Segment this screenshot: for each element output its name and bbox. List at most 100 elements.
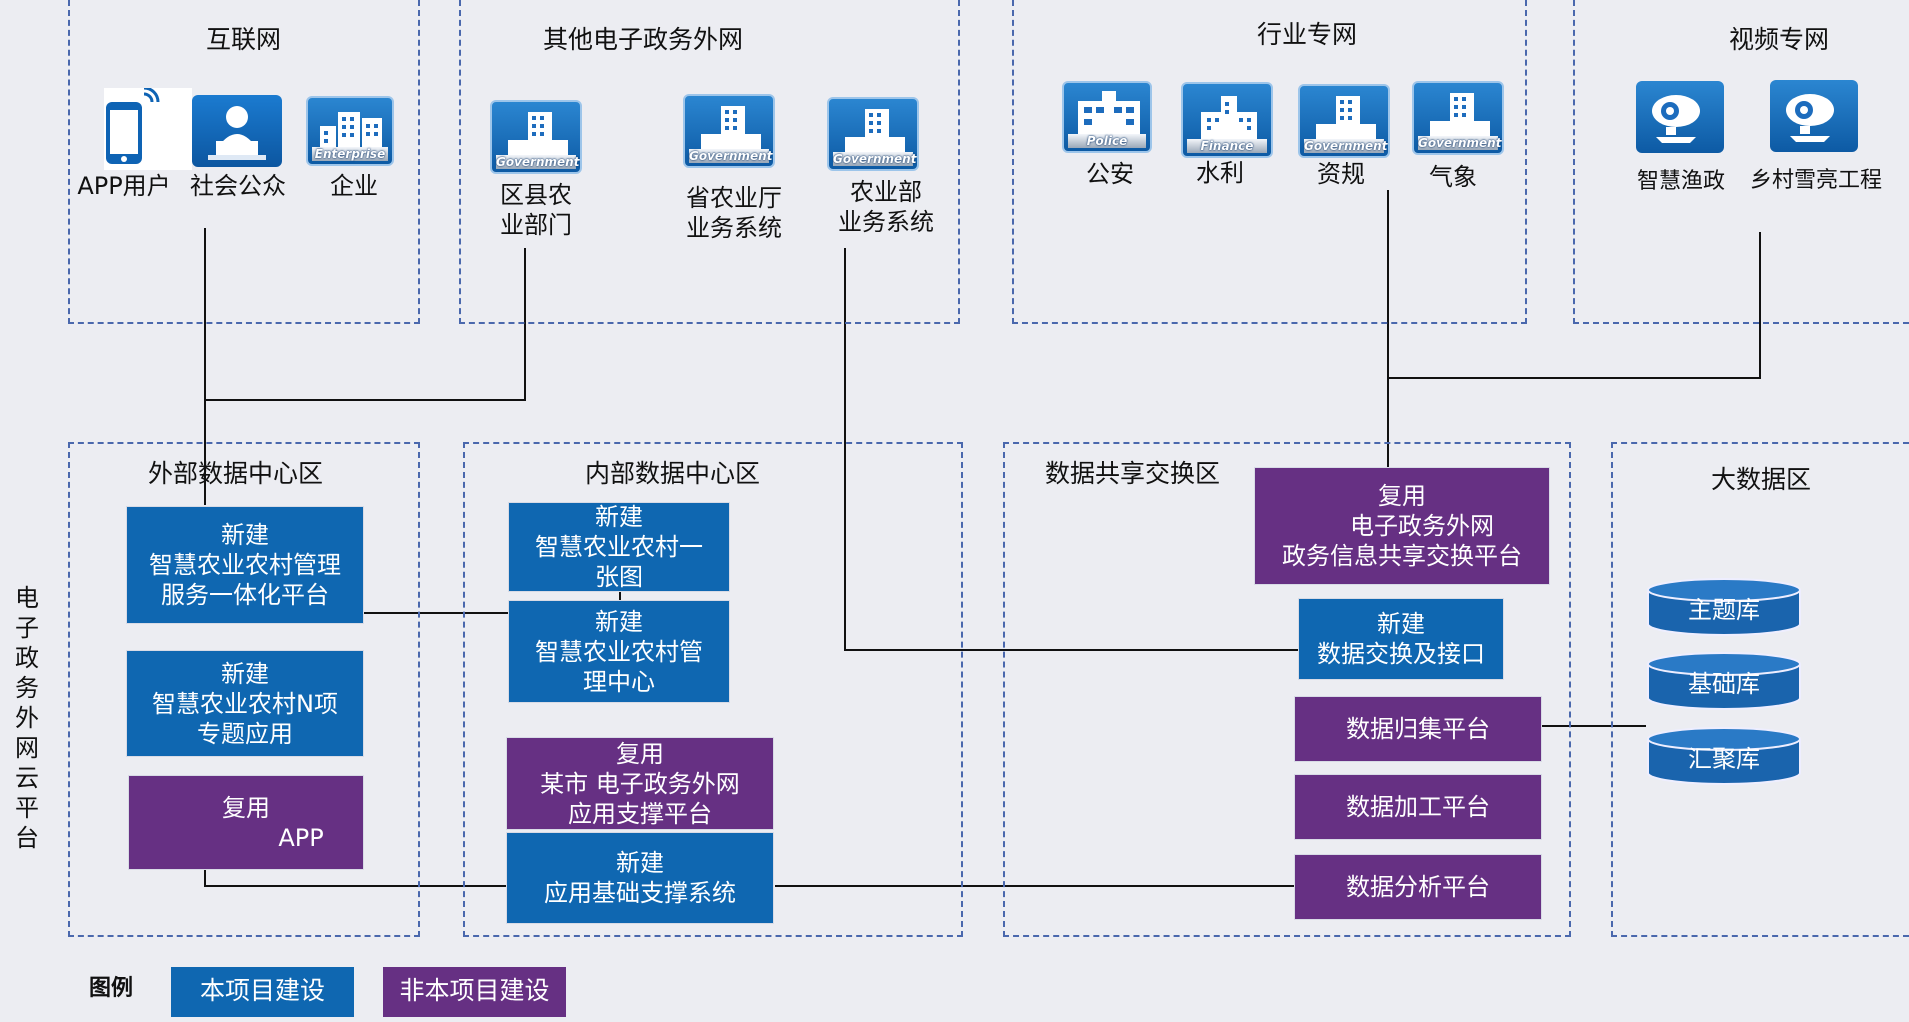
box-line: 服务一体化平台: [161, 581, 329, 609]
internet-item-label: APP用户: [77, 172, 171, 200]
connector-ministry-to-exchange: [844, 248, 1298, 651]
box-line: 数据加工平台: [1346, 793, 1490, 821]
government-building-icon: Government: [1298, 84, 1390, 158]
external-box-topic-apps: 新建智慧农业农村N项专题应用: [126, 650, 364, 757]
database-label: 主题库: [1688, 596, 1760, 624]
zone-exchange: 数据共享交换区: [1003, 442, 1571, 937]
exchange-box-sharing-platform: 复用电子政务外网政务信息共享交换平台: [1254, 467, 1550, 585]
label-line: 区县农: [500, 181, 572, 209]
government-building-icon: Government: [1412, 81, 1504, 155]
zone-video: 视频专网: [1573, 0, 1909, 324]
box-line: 复用: [222, 793, 270, 822]
zone-title-other-gov: 其他电子政务外网: [543, 25, 744, 54]
box-line: 电子政务外网: [1350, 512, 1494, 540]
internal-box-one-map: 新建智慧农业农村一张图: [508, 502, 730, 592]
enterprise-building-icon: Enterprise: [306, 96, 394, 166]
label-line: 农业部: [850, 178, 922, 206]
icon-tag: Government: [1304, 139, 1388, 153]
label-line: 省农业厅: [686, 184, 782, 212]
zone-title-exchange: 数据共享交换区: [1045, 459, 1221, 488]
camera-icon: [1770, 80, 1858, 152]
exchange-box-data-processing: 数据加工平台: [1294, 774, 1542, 840]
industry-item-label: 公安: [1086, 160, 1134, 188]
box-line: 复用: [615, 739, 664, 768]
connector-app-to-support: [204, 870, 508, 887]
zone-title-bigdata: 大数据区: [1711, 465, 1812, 494]
video-item-label: 智慧渔政: [1636, 169, 1725, 194]
box-line: 新建: [595, 607, 643, 636]
external-box-platform: 新建智慧农业农村管理服务一体化平台: [126, 506, 364, 624]
icon-tag: Government: [689, 149, 773, 163]
zone-title-internal-dc: 内部数据中心区: [585, 459, 761, 488]
box-line: 理中心: [583, 667, 655, 696]
government-building-icon: Government: [827, 97, 919, 171]
icon-tag: Government: [496, 155, 580, 169]
industry-item-label: 资规: [1317, 160, 1365, 188]
zone-title-video: 视频专网: [1729, 25, 1830, 54]
external-box-app: 复用 APP: [128, 775, 364, 870]
box-line: 智慧农业农村一: [535, 533, 703, 561]
internal-box-management-center: 新建智慧农业农村管理中心: [508, 600, 730, 703]
exchange-box-data-collection: 数据归集平台: [1294, 696, 1542, 762]
finance-building-icon: Finance: [1181, 82, 1273, 158]
video-item-label: 乡村雪亮工程: [1749, 168, 1882, 193]
internet-item-label: 企业: [330, 172, 378, 200]
other-gov-item-label: 省农业厅 业务系统: [676, 183, 792, 243]
box-line: 专题应用: [196, 719, 293, 748]
internal-box-base-support-system: 新建应用基础支撑系统: [506, 832, 774, 924]
icon-tag: Police: [1068, 134, 1146, 148]
box-line: 智慧农业农村N项: [152, 689, 338, 718]
icon-tag: Government: [1418, 136, 1502, 150]
box-line: 某市 电子政务外网: [540, 769, 740, 798]
label-line: 业务系统: [838, 208, 934, 236]
zone-title-internet: 互联网: [206, 25, 282, 54]
internal-box-app-support-platform: 复用某市 电子政务外网应用支撑平台: [506, 737, 774, 830]
person-laptop-icon: [192, 95, 282, 167]
database-label: 汇聚库: [1688, 745, 1760, 773]
box-line: 复用: [1378, 482, 1426, 510]
zone-bigdata: 大数据区: [1611, 442, 1909, 937]
box-line: 新建: [220, 659, 269, 688]
exchange-box-data-analysis: 数据分析平台: [1294, 854, 1542, 920]
database-label: 基础库: [1688, 670, 1760, 698]
connector-county-to-internet: [205, 248, 526, 401]
camera-icon: [1636, 81, 1724, 153]
zone-title-external-dc: 外部数据中心区: [148, 459, 324, 488]
legend-item-this-project: 本项目建设: [171, 967, 354, 1017]
legend-title: 图例: [89, 976, 134, 1001]
side-vertical-label: 电子政务外网云平台: [15, 584, 39, 852]
zone-other-gov: 其他电子政务外网: [459, 0, 960, 324]
zone-industry: 行业专网: [1012, 0, 1527, 324]
icon-tag: Enterprise: [312, 147, 388, 161]
zone-internal-dc: 内部数据中心区: [463, 442, 963, 937]
zone-internet: 互联网: [68, 0, 420, 324]
zone-external-dc: 外部数据中心区: [68, 442, 420, 937]
box-line: APP: [278, 823, 324, 852]
label-line: 业部门: [500, 211, 572, 239]
box-line: 数据交换及接口: [1317, 640, 1485, 668]
zone-title-industry: 行业专网: [1257, 20, 1358, 49]
industry-item-label: 气象: [1429, 163, 1477, 191]
police-building-icon: Police: [1062, 81, 1152, 153]
box-line: 新建: [221, 521, 269, 549]
box-line: 新建: [595, 503, 643, 531]
box-line: 智慧农业农村管: [535, 637, 703, 666]
box-line: 政务信息共享交换平台: [1282, 542, 1522, 570]
other-gov-item-label: 区县农 业部门: [488, 180, 584, 240]
industry-item-label: 水利: [1196, 159, 1244, 187]
box-line: 应用基础支撑系统: [544, 879, 736, 907]
government-building-icon: Government: [490, 100, 582, 174]
legend-item-other-project: 非本项目建设: [383, 967, 566, 1017]
connector-video-to-industry: [1388, 232, 1761, 379]
box-line: 张图: [595, 563, 643, 591]
box-line: 数据分析平台: [1346, 873, 1490, 901]
phone-icon: [104, 86, 192, 170]
box-line: 数据归集平台: [1346, 715, 1490, 743]
icon-tag: Government: [833, 152, 917, 166]
exchange-box-data-interface: 新建数据交换及接口: [1298, 598, 1504, 680]
label-line: 业务系统: [686, 214, 782, 242]
internet-item-label: 社会公众: [190, 172, 286, 200]
database-theme: 主题库: [1646, 578, 1802, 636]
box-line: 新建: [1377, 610, 1425, 638]
